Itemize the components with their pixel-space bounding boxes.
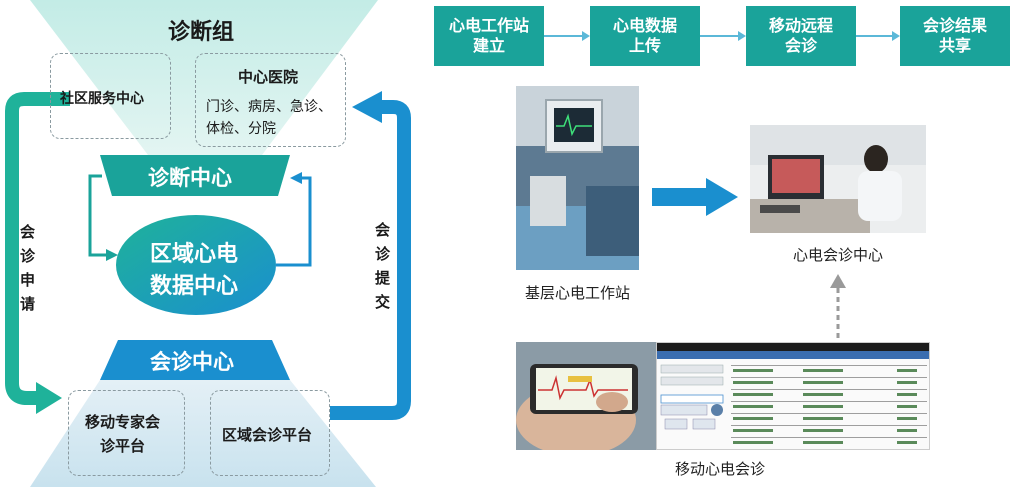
flow-arrowhead-3	[892, 31, 900, 41]
mobile-expert-box	[68, 390, 185, 476]
community-center-label: 社区服务中心	[60, 91, 144, 107]
regional-consult-platform-box	[210, 390, 330, 476]
flow-arrows	[544, 31, 900, 41]
regional-data-center-ellipse	[116, 215, 276, 315]
mobile-expert-line1: 移动专家会	[85, 413, 161, 431]
flow-arrowhead-1	[582, 31, 590, 41]
inner-right-arrowhead	[290, 172, 302, 184]
diagnosis-center-label: 诊断中心	[148, 166, 232, 190]
right-arrow-label: 会 诊 提 交	[375, 221, 391, 311]
regional-consult-platform-label: 区域会诊平台	[222, 426, 313, 444]
right-loop-arrowhead	[352, 91, 382, 123]
base-station-photo	[516, 86, 639, 270]
left-diagram-shapes	[5, 0, 411, 487]
flow-arrowhead-2	[738, 31, 746, 41]
top-group-title: 诊断组	[168, 20, 235, 45]
top-funnel	[30, 0, 378, 155]
central-hospital-desc-2: 体检、分院	[206, 121, 276, 137]
consult-center-label: 会诊中心	[150, 350, 234, 374]
left-loop-arrowhead	[36, 382, 62, 414]
left-arrow-label: 会 诊 申 请	[20, 223, 36, 313]
right-loop-arrow	[330, 100, 411, 420]
dashed-up-arrow	[830, 274, 846, 342]
ecg-center-caption: 心电会诊中心	[792, 246, 883, 264]
ecg-center-photo	[750, 125, 926, 233]
mobile-expert-line2: 诊平台	[100, 437, 146, 455]
bottom-funnel	[30, 380, 376, 487]
base-station-caption: 基层心电工作站	[524, 284, 630, 302]
inner-left-loop	[88, 174, 108, 257]
mobile-caption: 移动心电会诊	[674, 460, 765, 478]
central-hospital-box	[195, 53, 346, 147]
flow-step-1: 心电工作站建立	[434, 6, 544, 66]
central-hospital-title: 中心医院	[238, 68, 299, 86]
big-right-arrow	[652, 178, 738, 216]
mobile-hand-photo	[516, 342, 656, 450]
flow-step-2: 心电数据上传	[590, 6, 700, 66]
regional-data-center-line1: 区域心电	[150, 242, 239, 267]
left-loop-arrow	[5, 92, 70, 405]
regional-data-center-line2: 数据中心	[150, 274, 239, 299]
consult-center-band	[100, 340, 290, 380]
flow-step-3: 移动远程会诊	[746, 6, 856, 66]
flow-step-4: 会诊结果共享	[900, 6, 1010, 66]
diagnosis-center-band	[100, 155, 290, 196]
inner-right-loop	[276, 176, 312, 267]
central-hospital-desc-1: 门诊、病房、急诊、	[206, 99, 332, 115]
mobile-app-screenshot	[656, 342, 930, 450]
community-center-box	[50, 53, 171, 139]
inner-left-arrowhead	[106, 249, 118, 261]
